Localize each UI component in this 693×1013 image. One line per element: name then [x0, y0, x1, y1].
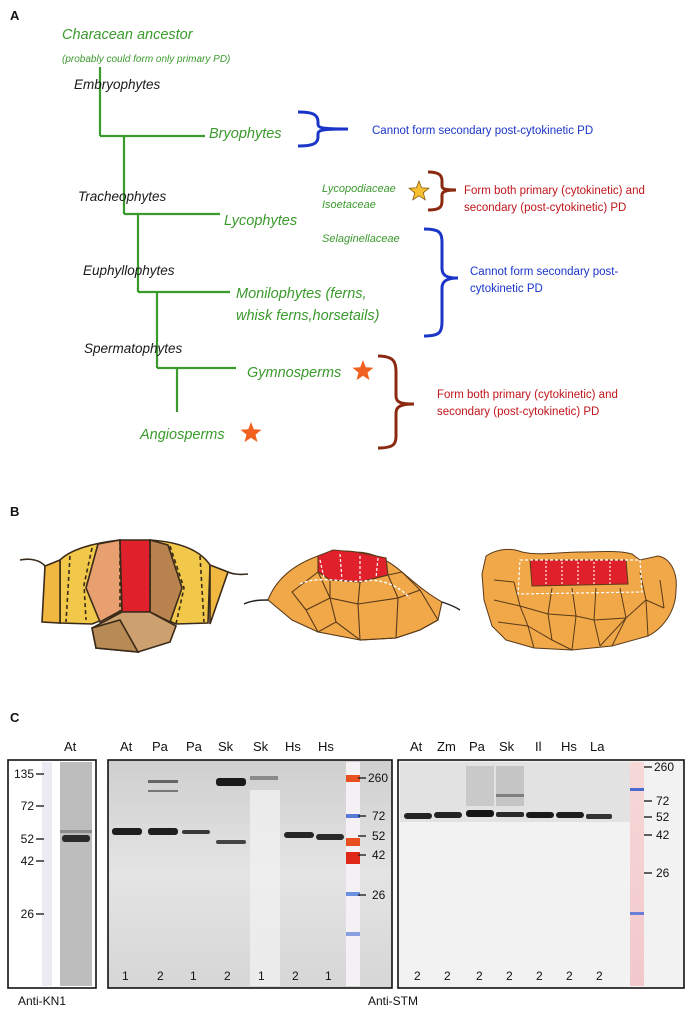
stm-mid-lane-6: Hs — [285, 739, 301, 754]
lycophyte-apex-diagram — [243, 549, 461, 642]
stm-mid-num-6: 2 — [292, 969, 299, 983]
stm-right-num-6: 2 — [566, 969, 573, 983]
stm-mid-lane-2: Pa — [152, 739, 169, 754]
stm-mid-marker-260: 260 — [368, 771, 388, 785]
stm-right-lane-1: At — [410, 739, 423, 754]
angiosperms-label: Angiosperms — [139, 427, 225, 443]
embryophytes-label: Embryophytes — [74, 77, 161, 92]
stm-mid-marker-72: 72 — [372, 809, 386, 823]
selaginellaceae-label: Selaginellaceae — [322, 233, 400, 245]
ancestor-label: Characean ancestor — [62, 27, 194, 43]
stm-mid-lane-3: Pa — [186, 739, 203, 754]
stm-mid-num-1: 1 — [122, 969, 129, 983]
phylogenetic-tree — [98, 67, 236, 412]
selaginellaceae-brace — [423, 227, 459, 338]
stm-mid-lane-7: Hs — [318, 739, 334, 754]
kn1-marker-26: 26 — [21, 907, 35, 921]
stm-right-lane-5: Il — [535, 739, 542, 754]
stm-mid-marker-26: 26 — [372, 888, 386, 902]
kn1-marker-52: 52 — [21, 832, 35, 846]
seed-note-line-2: secondary (post-cytokinetic) PD — [437, 406, 599, 418]
stm-right-marker-52: 52 — [656, 810, 670, 824]
monilophytes-label-2: whisk ferns,horsetails) — [236, 308, 379, 324]
panel-label-c: C — [10, 710, 20, 725]
panel-label-a: A — [10, 8, 20, 23]
kn1-lane-at: At — [64, 739, 77, 754]
stm-mid-marker-42: 42 — [372, 848, 386, 862]
star-icon-angiosperms — [240, 422, 262, 443]
ancestor-note: (probably could form only primary PD) — [62, 54, 230, 65]
kn1-marker-135: 135 — [14, 767, 34, 781]
star-icon-gymnosperms — [352, 360, 374, 381]
stm-right-num-4: 2 — [506, 969, 513, 983]
stm-right-num-1: 2 — [414, 969, 421, 983]
spermatophytes-label: Spermatophytes — [84, 341, 183, 356]
blot-anti-stm-middle — [107, 759, 393, 989]
stm-right-lane-7: La — [590, 739, 605, 754]
stm-mid-lane-5: Sk — [253, 739, 269, 754]
stm-mid-num-2: 2 — [157, 969, 164, 983]
seedplant-apex-diagram — [481, 548, 677, 651]
stm-right-num-3: 2 — [476, 969, 483, 983]
gymnosperms-label: Gymnosperms — [247, 365, 341, 381]
isoetaceae-label: Isoetaceae — [322, 199, 376, 211]
blot-anti-kn1 — [7, 759, 97, 989]
stm-right-marker-26: 26 — [656, 866, 670, 880]
stm-right-marker-ticks — [644, 766, 652, 874]
lycophytes-label: Lycophytes — [224, 213, 297, 229]
stm-mid-marker-52: 52 — [372, 829, 386, 843]
stm-right-marker-260: 260 — [654, 760, 674, 774]
stm-right-marker-42: 42 — [656, 828, 670, 842]
seedplant-brace — [377, 354, 415, 450]
stm-right-num-5: 2 — [536, 969, 543, 983]
euphyllophytes-label: Euphyllophytes — [83, 263, 175, 278]
bryophytes-label: Bryophytes — [209, 126, 282, 142]
selag-note-line-1: Cannot form secondary post- — [470, 266, 618, 278]
tracheophytes-label: Tracheophytes — [78, 189, 167, 204]
stm-right-marker-72: 72 — [656, 794, 670, 808]
kn1-marker-ticks — [36, 773, 44, 915]
stm-mid-num-4: 2 — [224, 969, 231, 983]
bryophyte-note: Cannot form secondary post-cytokinetic P… — [372, 125, 593, 137]
stm-right-num-2: 2 — [444, 969, 451, 983]
lycopodiaceae-brace — [427, 170, 457, 212]
lycopodiaceae-label: Lycopodiaceae — [322, 183, 396, 195]
stm-right-lane-6: Hs — [561, 739, 577, 754]
stm-caption: Anti-STM — [368, 994, 418, 1008]
selag-note-line-2: cytokinetic PD — [470, 283, 543, 295]
kn1-caption: Anti-KN1 — [18, 994, 66, 1008]
star-icon-lycopodiaceae — [408, 179, 430, 201]
bryophyte-apex-diagram — [19, 538, 249, 653]
stm-right-lane-4: Sk — [499, 739, 515, 754]
stm-mid-num-5: 1 — [258, 969, 265, 983]
stm-right-lane-2: Zm — [437, 739, 456, 754]
kn1-marker-42: 42 — [21, 854, 35, 868]
stm-mid-lane-1: At — [120, 739, 133, 754]
stm-mid-num-3: 1 — [190, 969, 197, 983]
seed-note-line-1: Form both primary (cytokinetic) and — [437, 389, 618, 401]
stm-right-num-7: 2 — [596, 969, 603, 983]
lyco-note-line-1: Form both primary (cytokinetic) and — [464, 185, 645, 197]
kn1-marker-72: 72 — [21, 799, 35, 813]
lyco-note-line-2: secondary (post-cytokinetic) PD — [464, 202, 626, 214]
stm-mid-marker-ticks — [358, 777, 366, 896]
stm-mid-num-7: 1 — [325, 969, 332, 983]
panel-label-b: B — [10, 504, 19, 519]
bryophyte-brace — [297, 110, 349, 148]
monilophytes-label-1: Monilophytes (ferns, — [236, 286, 367, 302]
stm-mid-lane-4: Sk — [218, 739, 234, 754]
stm-right-lane-3: Pa — [469, 739, 486, 754]
blot-anti-stm-right — [397, 759, 685, 989]
